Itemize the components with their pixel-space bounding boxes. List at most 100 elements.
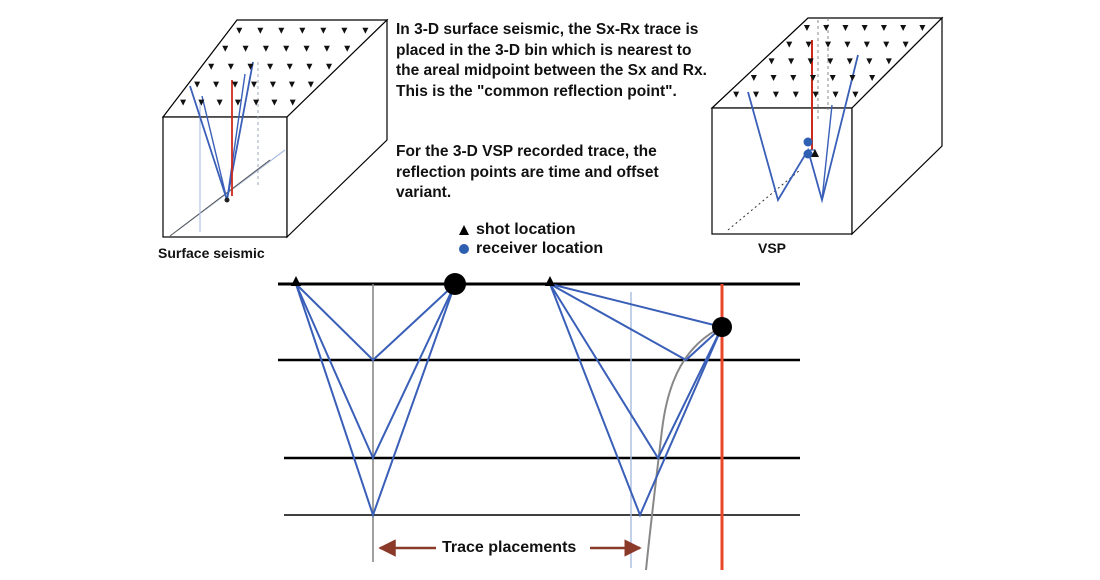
array-receiver-marker bbox=[812, 91, 819, 98]
array-receiver-marker bbox=[286, 63, 293, 70]
vsp-caption: VSP bbox=[758, 240, 787, 256]
box-side-face bbox=[851, 16, 943, 236]
array-receiver-marker bbox=[849, 75, 856, 81]
array-receiver-marker bbox=[750, 75, 757, 81]
vsp-receiver-array bbox=[733, 25, 926, 98]
box-side-face bbox=[286, 18, 388, 239]
array-receiver-marker bbox=[919, 25, 926, 31]
trace-placements-label: Trace placements bbox=[442, 539, 577, 556]
description-line: This is the "common reflection point". bbox=[396, 82, 677, 100]
array-receiver-marker bbox=[866, 58, 873, 65]
array-receiver-marker bbox=[880, 25, 887, 31]
array-receiver-marker bbox=[180, 99, 187, 106]
array-receiver-marker bbox=[213, 81, 220, 88]
array-receiver-marker bbox=[885, 58, 892, 65]
array-receiver-marker bbox=[842, 25, 849, 31]
array-receiver-marker bbox=[362, 27, 369, 34]
array-receiver-marker bbox=[216, 99, 223, 106]
box-front-face bbox=[162, 116, 288, 238]
array-receiver-marker bbox=[198, 99, 205, 106]
array-receiver-marker bbox=[303, 45, 310, 52]
array-receiver-marker bbox=[271, 99, 278, 106]
array-receiver-marker bbox=[883, 41, 890, 48]
array-receiver-marker bbox=[900, 25, 907, 31]
receiver-marker bbox=[444, 273, 466, 295]
array-receiver-marker bbox=[289, 99, 296, 106]
array-receiver-marker bbox=[823, 25, 830, 31]
array-receiver-marker bbox=[253, 99, 260, 106]
reflector-lines bbox=[278, 282, 800, 516]
description-line: the areal midpoint between the Sx and Rx… bbox=[396, 62, 707, 79]
array-receiver-marker bbox=[267, 63, 274, 70]
array-receiver-marker bbox=[306, 63, 313, 70]
array-receiver-marker bbox=[863, 41, 870, 48]
array-receiver-marker bbox=[772, 91, 779, 98]
surface-seismic-ray-fan bbox=[291, 273, 466, 562]
receiver-location-legend-icon bbox=[459, 244, 469, 254]
array-receiver-marker bbox=[827, 58, 834, 65]
array-receiver-marker bbox=[733, 91, 740, 98]
array-receiver-marker bbox=[869, 75, 876, 81]
array-receiver-marker bbox=[753, 91, 760, 98]
description-paragraph-1: In 3-D surface seismic, the Sx-Rx trace … bbox=[396, 20, 707, 102]
array-receiver-marker bbox=[232, 81, 239, 88]
array-receiver-marker bbox=[234, 99, 241, 106]
array-receiver-marker bbox=[786, 41, 793, 48]
array-receiver-marker bbox=[902, 41, 909, 48]
array-receiver-marker bbox=[242, 45, 249, 52]
array-receiver-marker bbox=[770, 75, 777, 81]
vsp-receiver-dot bbox=[803, 149, 813, 159]
array-receiver-marker bbox=[283, 45, 290, 52]
shot-marker bbox=[291, 276, 301, 286]
array-receiver-marker bbox=[251, 81, 257, 88]
array-receiver-marker bbox=[227, 63, 234, 70]
surface-receiver-array bbox=[180, 27, 369, 106]
array-receiver-marker bbox=[288, 81, 295, 88]
array-receiver-marker bbox=[829, 75, 836, 81]
array-receiver-marker bbox=[194, 81, 201, 88]
vsp-receiver-marker bbox=[712, 317, 732, 337]
receiver-location-label: receiver location bbox=[476, 240, 604, 257]
box-front-face bbox=[711, 107, 853, 235]
shot-location-label: shot location bbox=[476, 221, 576, 238]
array-receiver-marker bbox=[852, 91, 859, 98]
array-receiver-marker bbox=[790, 75, 797, 81]
array-receiver-marker bbox=[807, 58, 814, 65]
array-receiver-marker bbox=[844, 41, 851, 48]
array-receiver-marker bbox=[792, 91, 799, 98]
array-receiver-marker bbox=[307, 81, 314, 88]
description-line: In 3-D surface seismic, the Sx-Rx trace … bbox=[396, 21, 699, 38]
array-receiver-marker bbox=[247, 63, 254, 70]
array-receiver-marker bbox=[805, 41, 812, 48]
array-receiver-marker bbox=[825, 41, 832, 48]
vsp-box bbox=[710, 16, 944, 236]
vsp-receiver-dot bbox=[803, 137, 813, 147]
surface-seismic-box bbox=[161, 18, 389, 239]
array-receiver-marker bbox=[323, 45, 330, 52]
shot-location-legend-icon bbox=[459, 225, 469, 235]
array-receiver-marker bbox=[810, 75, 816, 81]
array-receiver-marker bbox=[269, 81, 276, 88]
description-line: For the 3-D VSP recorded trace, the bbox=[396, 143, 657, 160]
array-receiver-marker bbox=[208, 63, 215, 70]
array-receiver-marker bbox=[768, 58, 775, 65]
array-receiver-marker bbox=[257, 27, 264, 34]
array-receiver-marker bbox=[326, 63, 333, 70]
array-receiver-marker bbox=[236, 27, 243, 34]
array-receiver-marker bbox=[341, 27, 348, 34]
array-receiver-marker bbox=[320, 27, 327, 34]
array-receiver-marker bbox=[861, 25, 868, 31]
array-receiver-marker bbox=[846, 58, 853, 65]
vsp-ray-fan bbox=[545, 276, 732, 571]
array-receiver-marker bbox=[262, 45, 269, 52]
array-receiver-marker bbox=[222, 45, 229, 52]
array-receiver-marker bbox=[803, 25, 810, 31]
description-line: reflection points are time and offset bbox=[396, 163, 659, 181]
array-receiver-marker bbox=[278, 27, 285, 34]
shot-marker bbox=[545, 276, 555, 286]
array-receiver-marker bbox=[299, 27, 306, 34]
array-receiver-marker bbox=[832, 91, 839, 98]
description-line: placed in the 3-D bin which is nearest t… bbox=[396, 41, 692, 59]
description-line: variant. bbox=[396, 184, 452, 201]
